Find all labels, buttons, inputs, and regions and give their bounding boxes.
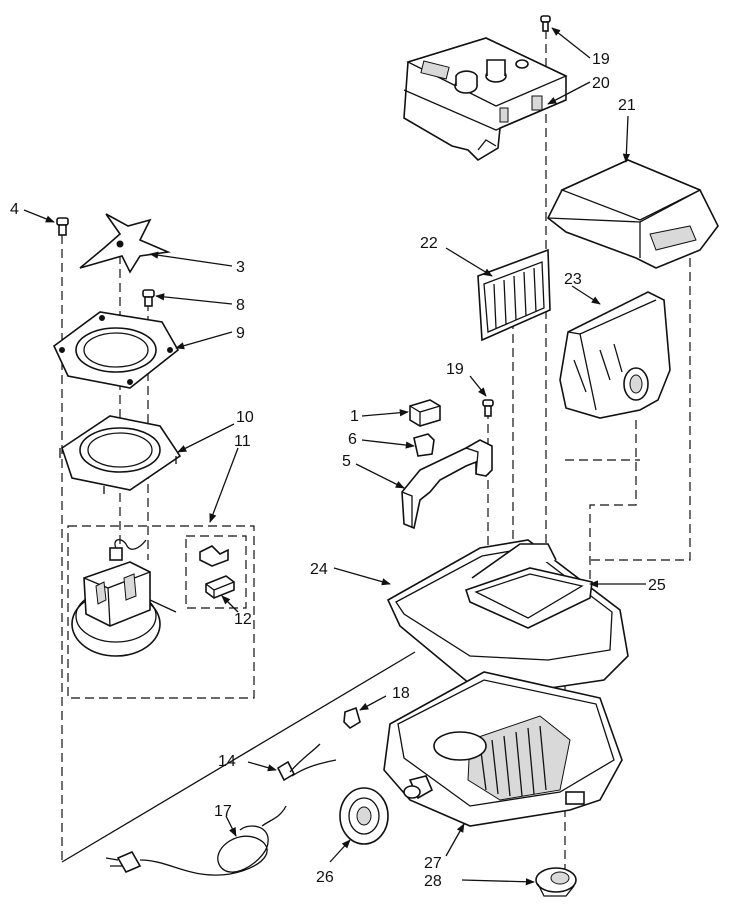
part-number-labels: 1 3 4 5 6 8 9 10 11 12 14 17 18 19 19 20… xyxy=(10,51,666,890)
part-28-caster xyxy=(535,867,577,897)
label-3: 3 xyxy=(236,259,245,276)
label-4: 4 xyxy=(10,201,19,218)
label-6: 6 xyxy=(348,431,357,448)
label-21: 21 xyxy=(618,97,636,114)
part-26-wheel xyxy=(339,787,389,845)
label-26: 26 xyxy=(316,869,334,886)
part-1-switch xyxy=(409,399,441,427)
label-14: 14 xyxy=(218,753,236,770)
label-19: 19 xyxy=(446,361,464,378)
part-19-screw xyxy=(482,399,494,417)
label-8: 8 xyxy=(236,297,245,314)
part-18-plug xyxy=(343,706,361,730)
part-23-dust-bag xyxy=(559,291,671,419)
label-1: 1 xyxy=(350,408,359,425)
part-25-filter-frame xyxy=(464,543,593,629)
part-5-lever-bracket xyxy=(401,439,493,530)
label-9: 9 xyxy=(236,325,245,342)
label-20: 20 xyxy=(592,75,610,92)
part-20-control-housing xyxy=(403,37,568,162)
part-8-screw xyxy=(142,289,155,307)
part-4-screw xyxy=(56,217,69,236)
label-28: 28 xyxy=(424,873,442,890)
part-3-fan xyxy=(79,213,171,274)
label-27: 27 xyxy=(424,855,442,872)
label-12: 12 xyxy=(234,611,252,628)
part-12-brush-kit xyxy=(185,535,247,609)
part-11-motor-assembly xyxy=(67,525,255,699)
part-10-gasket-plate xyxy=(59,415,182,494)
label-18: 18 xyxy=(392,685,410,702)
label-17: 17 xyxy=(214,803,232,820)
part-6-actuator xyxy=(413,433,435,457)
label-19-top: 19 xyxy=(592,51,610,68)
part-22-filter-grille xyxy=(477,248,551,342)
label-10: 10 xyxy=(236,409,254,426)
part-17-power-cord xyxy=(105,805,287,876)
part-14-cord-clip xyxy=(276,743,337,782)
label-11: 11 xyxy=(234,433,251,450)
leader-lines xyxy=(23,27,646,886)
label-5: 5 xyxy=(342,453,351,470)
part-19-top-screw xyxy=(540,15,551,32)
part-9-motor-plate xyxy=(52,311,180,389)
part-21-bag-cover xyxy=(546,159,719,269)
label-23: 23 xyxy=(564,271,582,288)
part-27-canister-base xyxy=(383,671,623,827)
label-25: 25 xyxy=(648,577,666,594)
label-24: 24 xyxy=(310,561,328,578)
label-22: 22 xyxy=(420,235,438,252)
